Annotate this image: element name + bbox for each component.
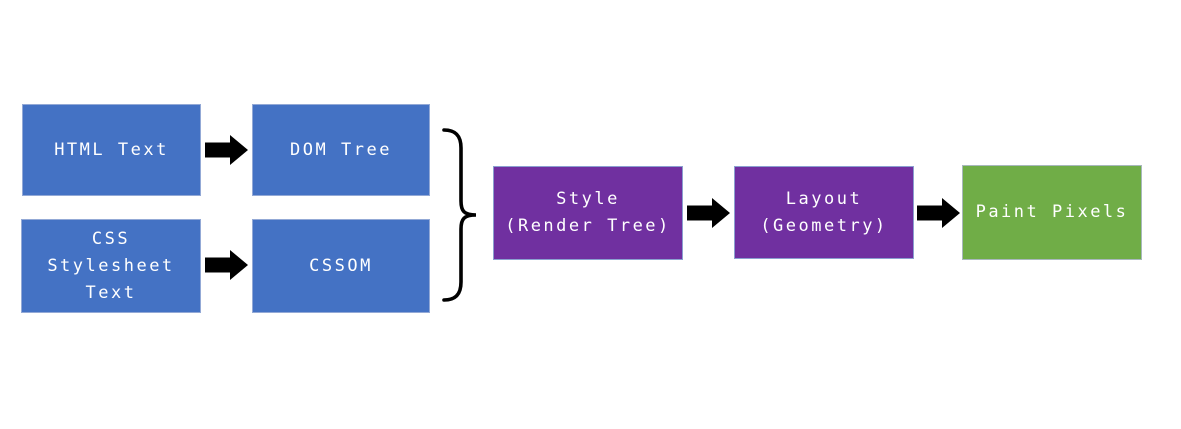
node-dom-tree: DOM Tree <box>252 104 430 196</box>
node-label: CSSOM <box>309 255 373 276</box>
node-label: Paint Pixels <box>975 202 1129 222</box>
arrow-right-icon <box>687 197 731 229</box>
node-paint-pixels: Paint Pixels <box>962 165 1142 260</box>
arrow-right-icon <box>917 197 961 229</box>
curly-brace-right-icon <box>441 126 479 304</box>
node-style-render-tree: Style (Render Tree) <box>493 166 683 260</box>
node-label: Stylesheet <box>47 255 175 276</box>
arrow-right-icon <box>205 249 249 281</box>
node-label: DOM Tree <box>290 139 392 160</box>
node-label: (Geometry) <box>760 215 888 236</box>
node-label: Layout <box>785 188 863 209</box>
node-label: HTML Text <box>54 139 169 160</box>
node-label: Style <box>556 189 620 209</box>
arrow-right-icon <box>205 134 249 166</box>
node-label: Text <box>85 282 137 303</box>
node-css-stylesheet-text: CSS Stylesheet Text <box>21 219 201 313</box>
node-html-text: HTML Text <box>22 104 201 196</box>
node-label: (Render Tree) <box>505 216 671 236</box>
node-layout-geometry: Layout (Geometry) <box>734 166 914 259</box>
node-cssom: CSSOM <box>252 219 430 313</box>
node-label: CSS <box>91 228 131 249</box>
